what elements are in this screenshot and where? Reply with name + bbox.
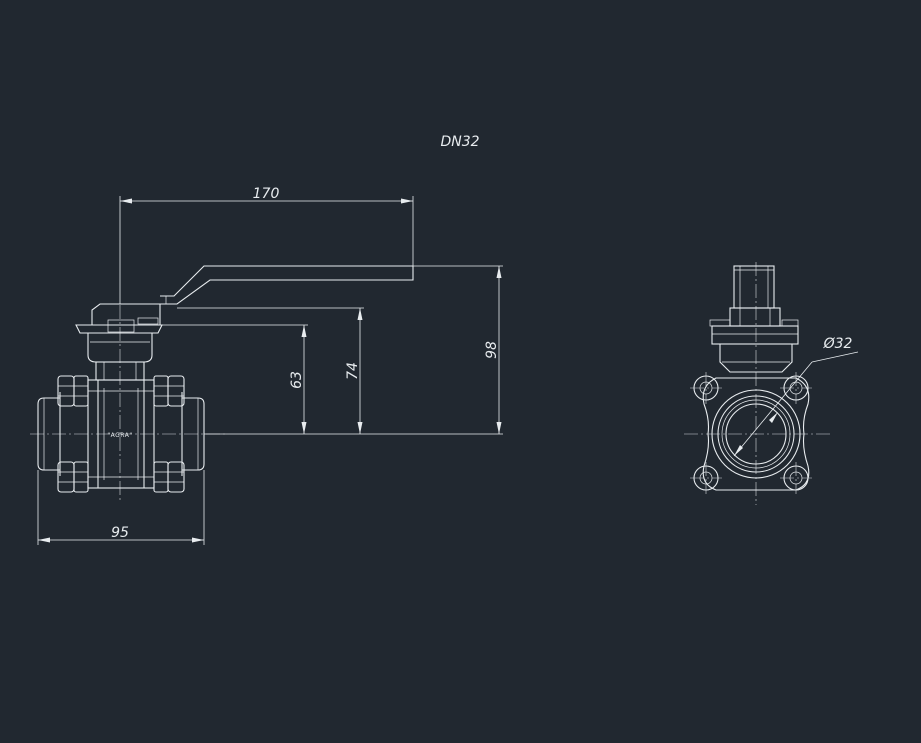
dimension-height-handle: 98 <box>413 265 503 434</box>
drawing-title: DN32 <box>440 134 479 150</box>
dimension-bore-diameter: Ø32 <box>733 336 859 457</box>
dimension-height-stem: 74 <box>177 307 364 434</box>
end-bore <box>711 389 801 479</box>
end-handle-base <box>709 307 799 345</box>
end-view: Ø32 <box>684 262 859 505</box>
dimension-label-height-handle: 98 <box>484 341 500 359</box>
dimension-label-bore-diameter: Ø32 <box>823 336 853 352</box>
dimension-body-length: 95 <box>37 470 205 545</box>
dimension-height-flange: 63 <box>160 324 308 434</box>
valve-body: "AGRA" <box>87 379 155 489</box>
brand-mark: "AGRA" <box>107 432 132 439</box>
dimension-handle-length: 170 <box>119 186 414 304</box>
end-stem-top <box>733 265 775 309</box>
dimension-label-height-stem: 74 <box>345 362 361 380</box>
handle-base <box>75 303 163 363</box>
dimension-label-height-flange: 63 <box>289 371 305 389</box>
dimension-label-handle-length: 170 <box>253 186 280 202</box>
side-view: "AGRA" 170 <box>30 186 503 545</box>
lever-handle <box>160 265 414 305</box>
end-bolts <box>690 372 812 494</box>
dimension-label-body-length: 95 <box>111 525 129 541</box>
